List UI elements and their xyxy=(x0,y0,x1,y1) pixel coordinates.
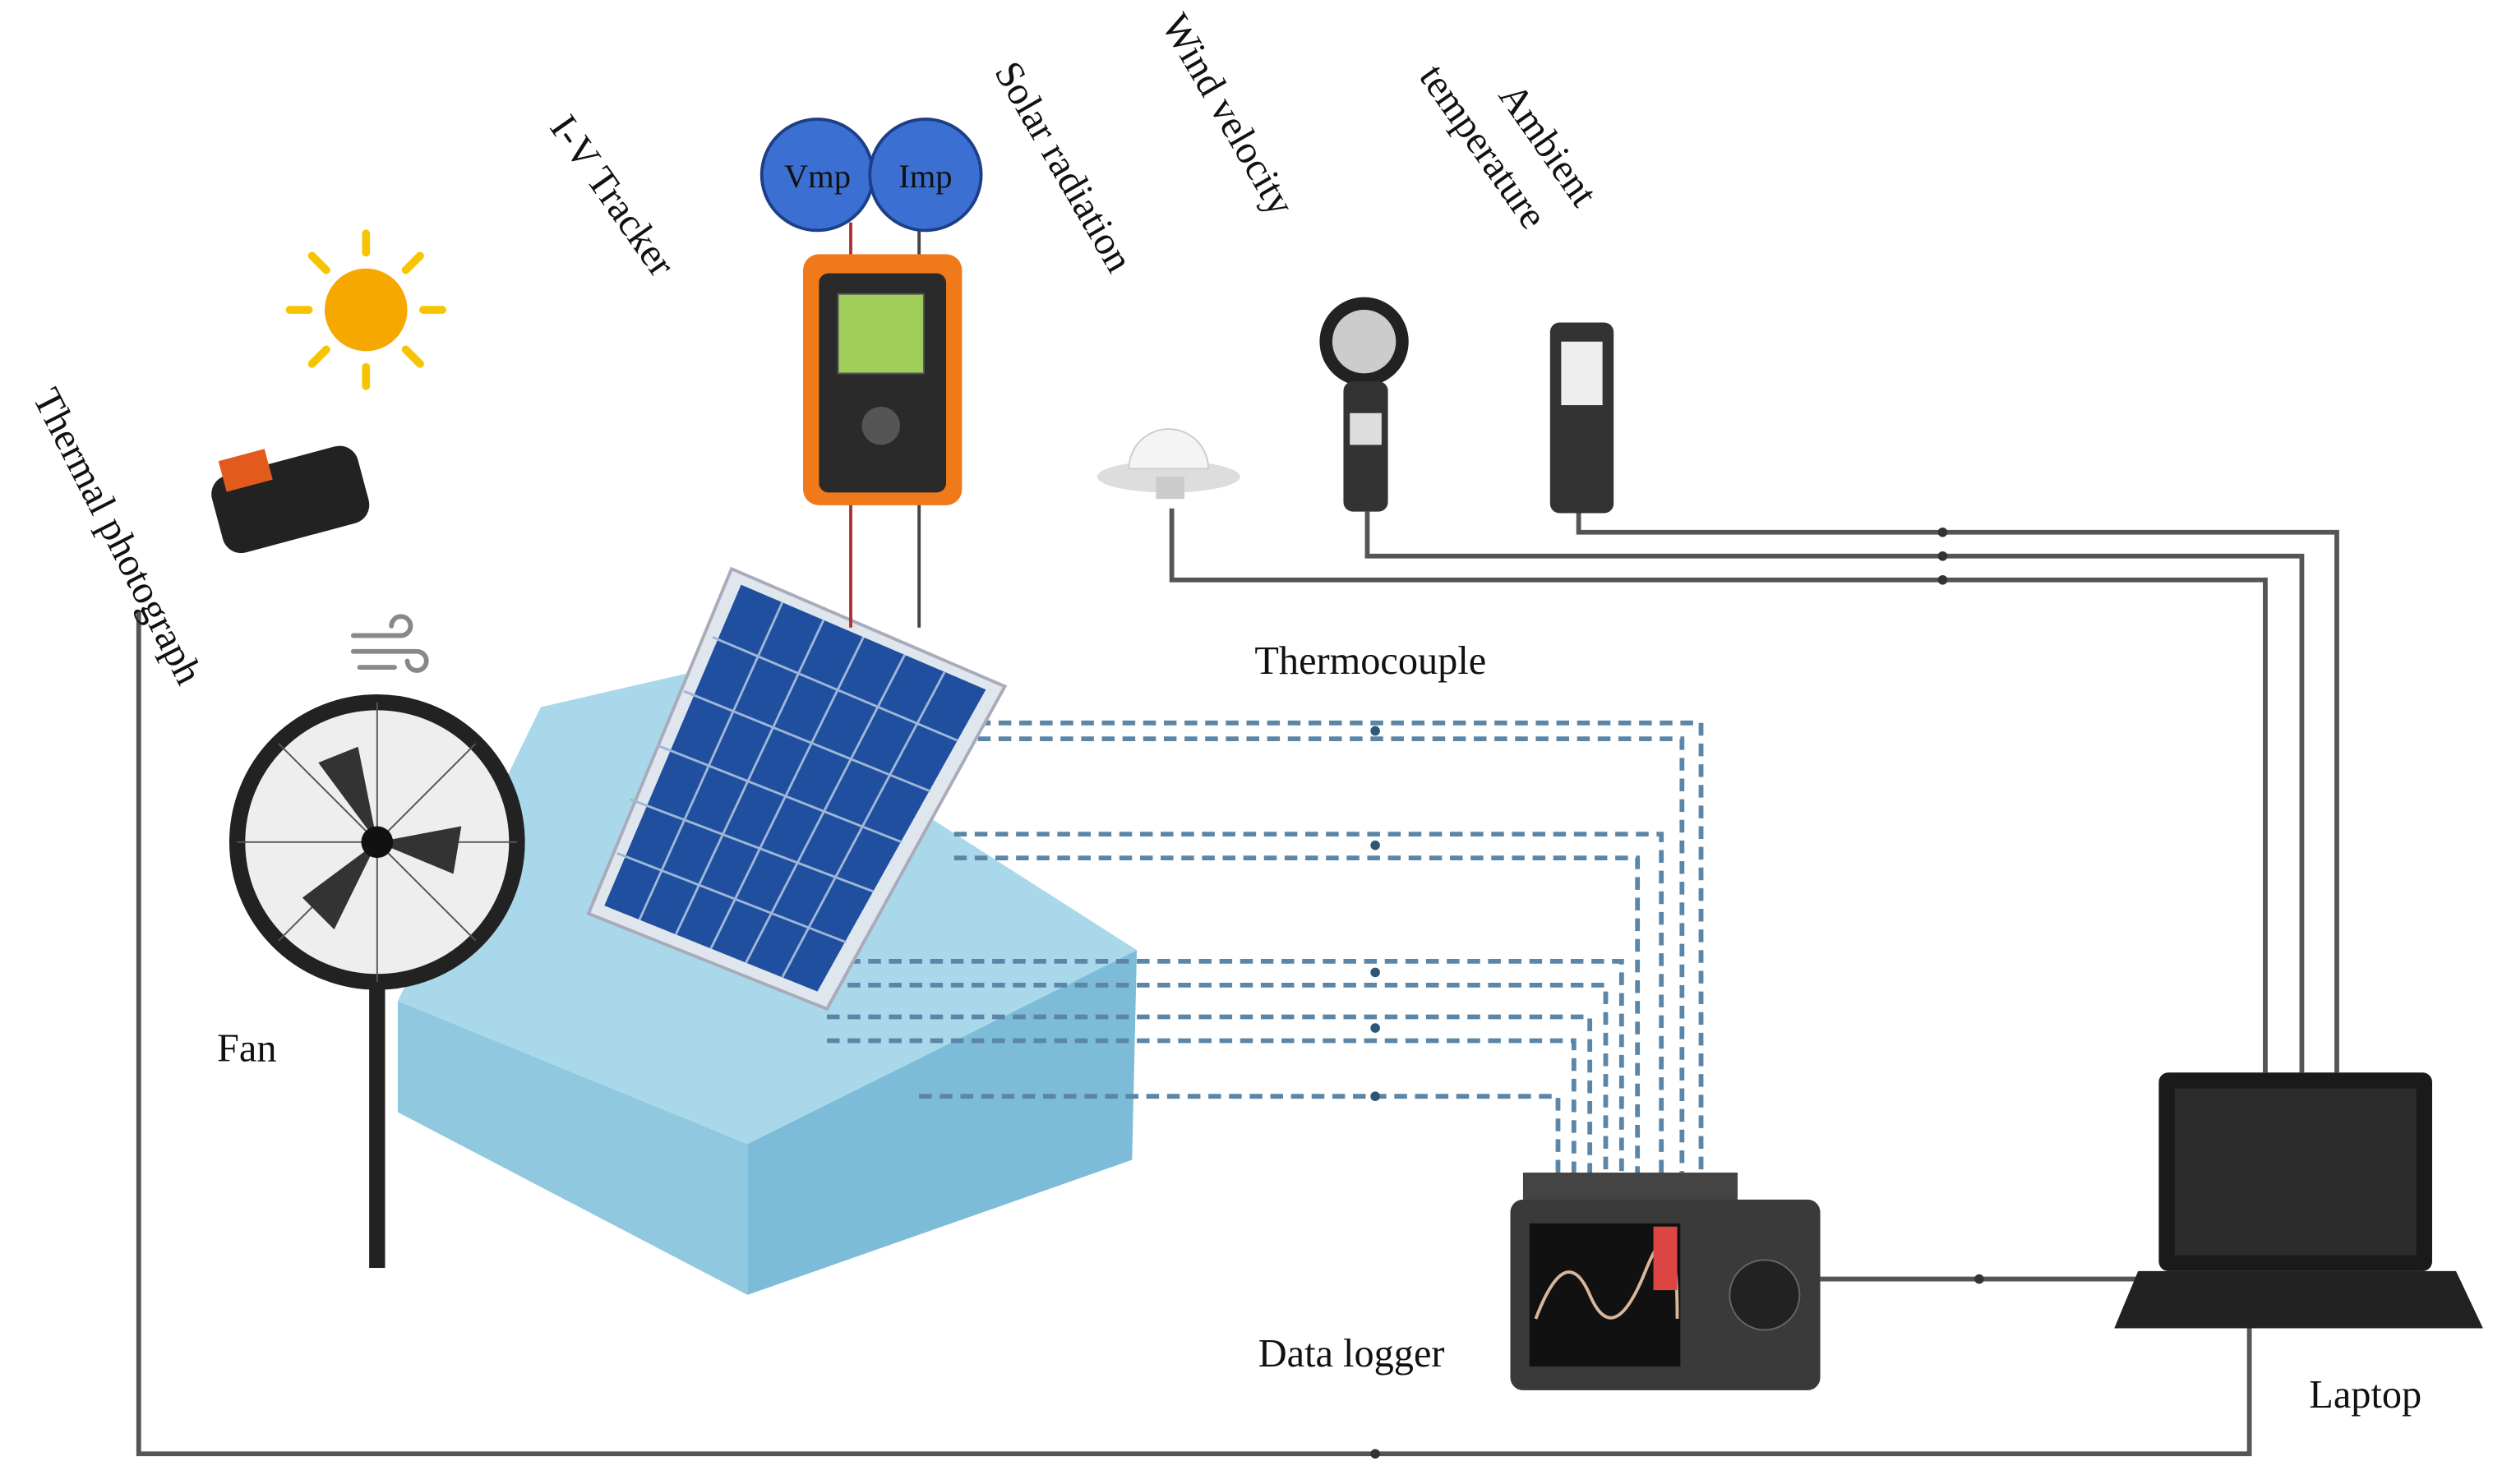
iv-tracker-device xyxy=(803,222,963,628)
vmp-probe: Vmp xyxy=(759,118,875,233)
anemometer-icon xyxy=(1319,297,1409,512)
pv-panel xyxy=(586,566,1008,1012)
thermocouple-label: Thermocouple xyxy=(1254,639,1486,683)
vmp-label: Vmp xyxy=(784,158,851,195)
thermometer-device-icon xyxy=(1549,322,1614,514)
wind-velocity-label: Wind velocity xyxy=(1153,7,1304,223)
thermal-photograph-label: Thermal photograph xyxy=(24,381,210,691)
anemometer-wire xyxy=(1364,511,2305,1073)
sun-icon xyxy=(285,229,446,390)
imp-label: Imp xyxy=(898,158,952,195)
wind-icon xyxy=(350,614,429,673)
solar-radiation-label: Solar radiation xyxy=(986,54,1142,279)
pyranometer-icon xyxy=(1096,428,1240,500)
laptop-label: Laptop xyxy=(2309,1373,2421,1417)
thermocouple-wires xyxy=(827,720,1704,1176)
thermal-camera-icon xyxy=(211,445,370,554)
pyranometer-wire xyxy=(1169,508,2268,1073)
laptop-icon xyxy=(2114,1072,2483,1329)
data-logger-label: Data logger xyxy=(1258,1332,1445,1376)
wire-junction xyxy=(1974,1274,1984,1284)
iv-tracker-label: I-V Tracker xyxy=(542,108,684,284)
wire-junction xyxy=(1937,551,1948,561)
fan-icon xyxy=(229,694,525,1269)
data-logger-device xyxy=(1510,1173,1821,1390)
wire-junction xyxy=(1370,1449,1380,1459)
wire-junction xyxy=(1937,574,1948,585)
imp-probe: Imp xyxy=(868,118,983,233)
fan-label: Fan xyxy=(217,1027,277,1071)
thermometer-wire xyxy=(1576,511,2339,1073)
thermal-camera-wire xyxy=(136,611,2252,1457)
wire-junction xyxy=(1937,527,1948,537)
